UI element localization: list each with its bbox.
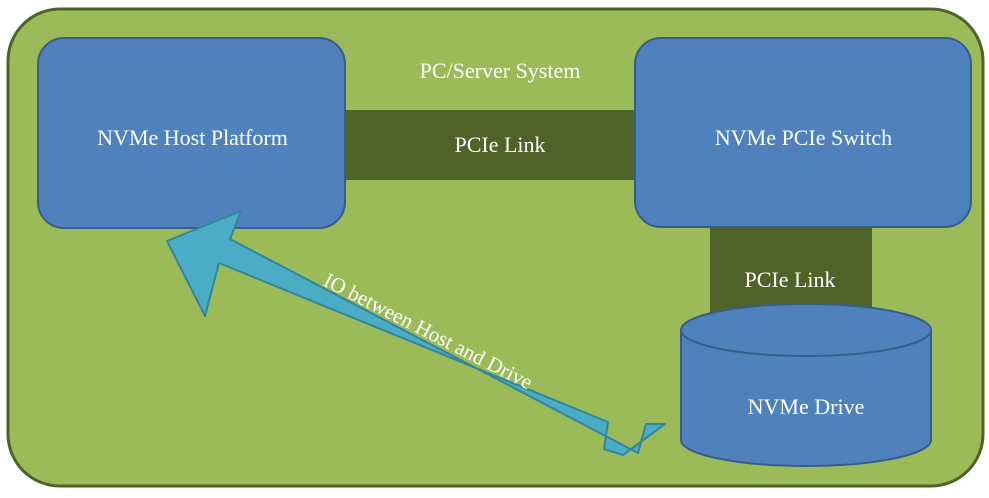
- pcie-link-label: PCIe Link: [454, 132, 546, 157]
- drive-top: [680, 303, 932, 357]
- pcie-link-label: PCIe Link: [744, 267, 836, 292]
- pcie-switch-label: NVMe PCIe Switch: [714, 125, 893, 150]
- drive-label: NVMe Drive: [747, 394, 865, 419]
- system-label: PC/Server System: [419, 58, 581, 83]
- pcie-switch-node: [634, 37, 972, 228]
- host-platform-label: NVMe Host Platform: [97, 125, 288, 150]
- drive-body: [680, 329, 932, 467]
- host-platform-node: [37, 37, 346, 229]
- cylinder-icon: [680, 303, 932, 467]
- io-double-arrow: [166, 210, 666, 456]
- pcie-link-host-switch: [330, 110, 650, 180]
